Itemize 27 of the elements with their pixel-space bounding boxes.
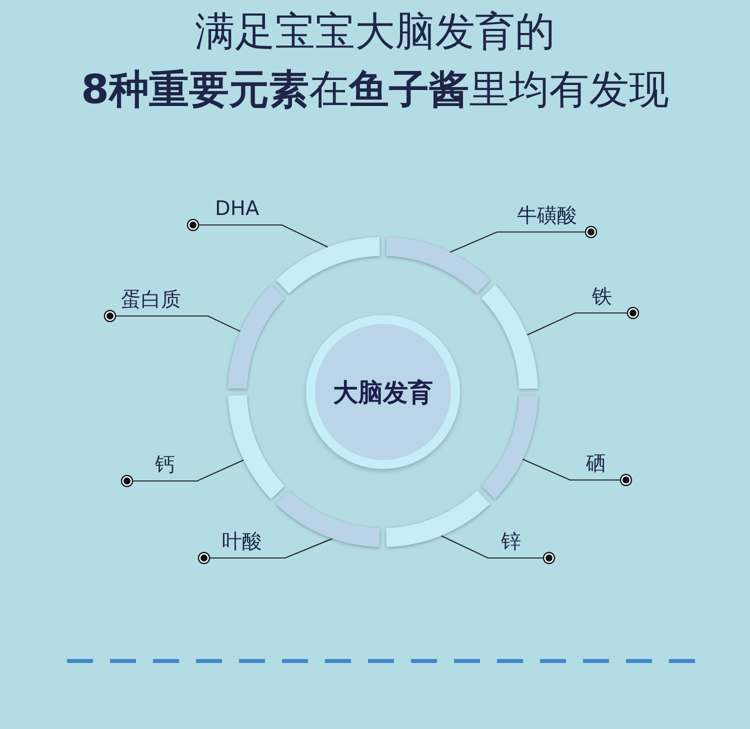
ring-segment (481, 284, 538, 389)
ring-segment (228, 395, 285, 500)
center-circle: 大脑发育 (306, 315, 460, 469)
leader-line (450, 226, 598, 253)
leader-line (526, 306, 640, 336)
ring-segment (481, 395, 538, 500)
element-label: 牛磺酸 (497, 202, 591, 232)
ring-segment (386, 490, 491, 547)
leader-line (522, 458, 632, 486)
leader-line (104, 310, 241, 332)
ring-segment (386, 237, 491, 294)
ring-segment (228, 284, 285, 389)
title: 满足宝宝大脑发育的 (194, 8, 556, 56)
element-label: DHA (193, 195, 282, 225)
subtitle: 8种重要元素在鱼子酱里均有发现 (80, 66, 670, 114)
element-label: 钙 (127, 451, 197, 481)
element-label: 锌 (488, 528, 549, 558)
element-label: 叶酸 (204, 528, 285, 558)
leader-line (186, 218, 328, 248)
ring-segment (275, 237, 380, 294)
leader-line (198, 538, 333, 564)
ring-segment (275, 490, 380, 547)
element-label: 硒 (570, 450, 626, 480)
leader-line (120, 459, 244, 488)
leader-line (440, 535, 556, 564)
element-label: 铁 (575, 283, 633, 313)
element-label: 蛋白质 (110, 286, 208, 316)
